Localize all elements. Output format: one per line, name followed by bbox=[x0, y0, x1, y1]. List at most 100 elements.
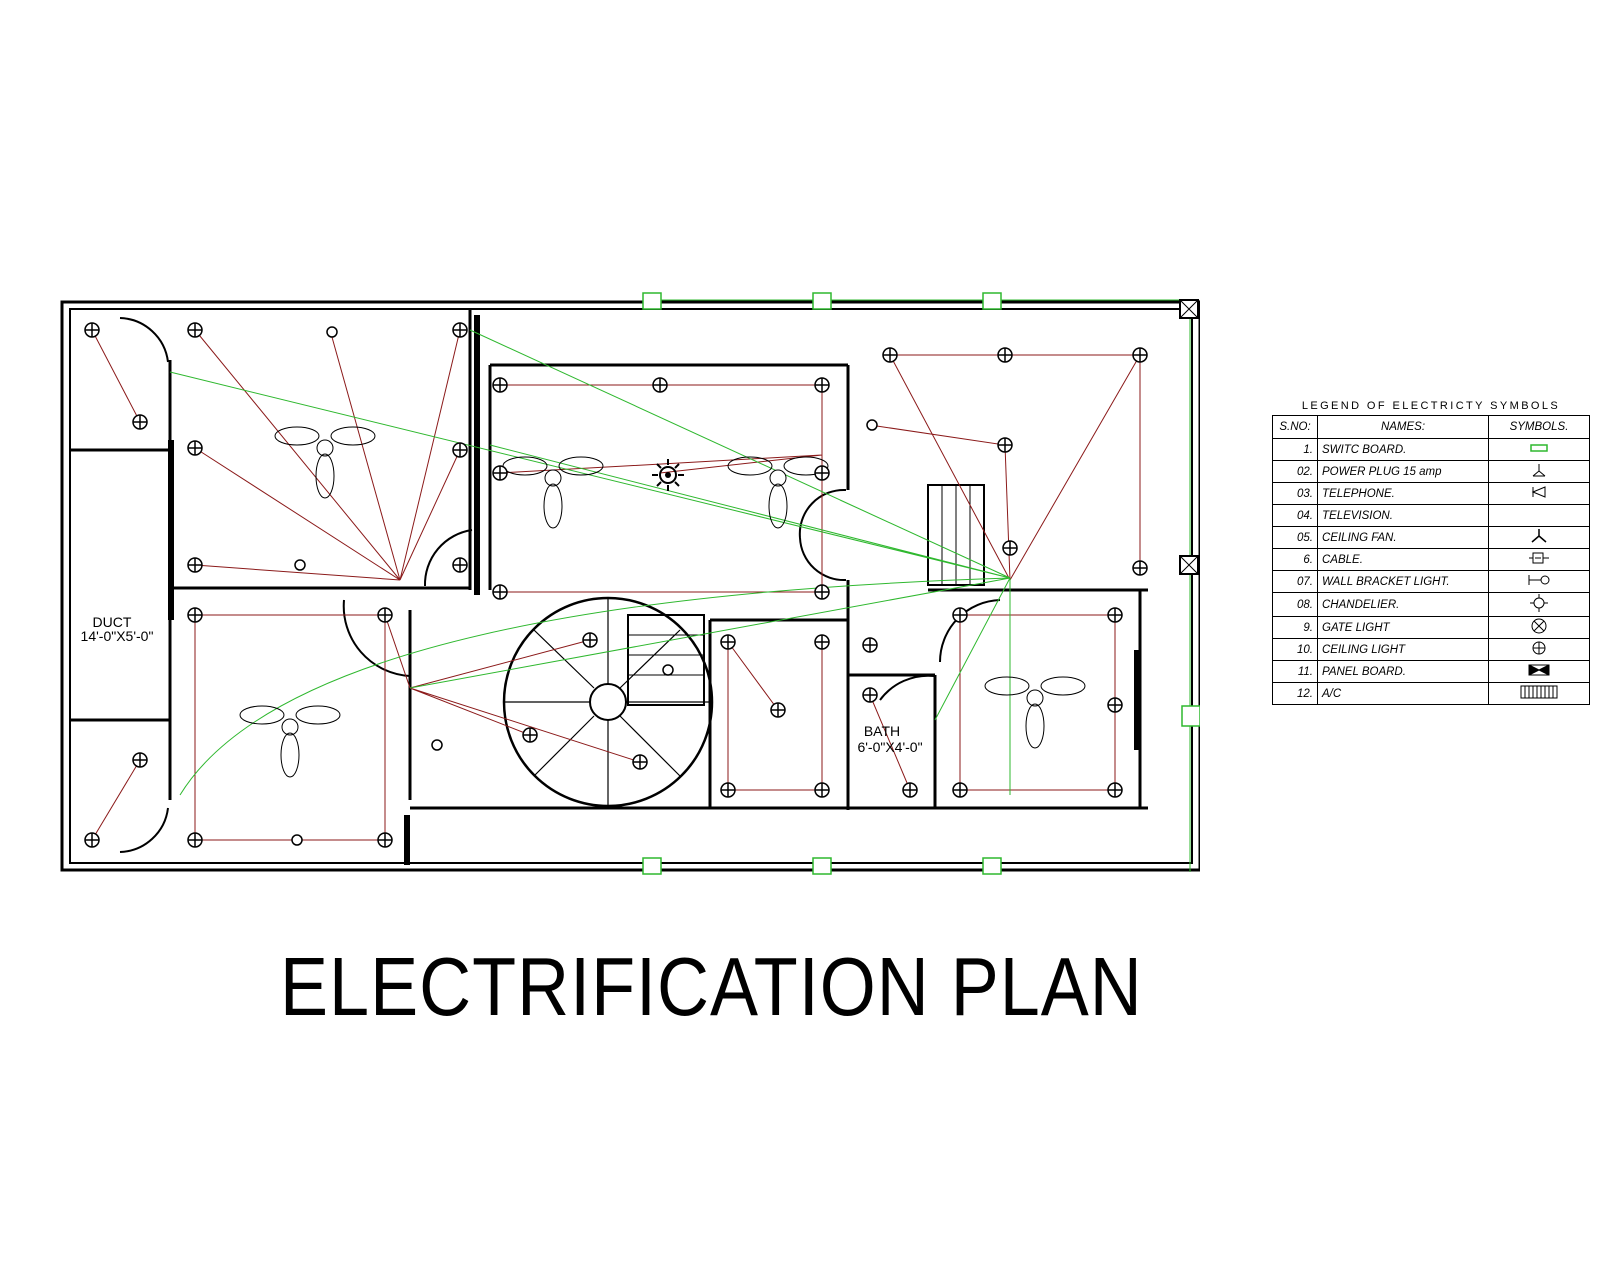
legend-sno: 08. bbox=[1272, 592, 1318, 617]
legend-heading: LEGEND OF ELECTRICTY SYMBOLS bbox=[1301, 400, 1561, 412]
interior-walls bbox=[69, 309, 1148, 865]
legend-header-row: S.NO: NAMES: SYMBOLS. bbox=[1272, 415, 1590, 439]
green-wiring bbox=[169, 299, 1191, 872]
legend-name: TELEPHONE. bbox=[1317, 482, 1489, 505]
cable-icon bbox=[1488, 548, 1590, 571]
ceiling-light-icon bbox=[492, 465, 508, 481]
power-plug-icon bbox=[1488, 460, 1590, 483]
ceiling-light-icon bbox=[187, 557, 203, 573]
floor-plan: DUCT 14'-0"X5'-0" BATH 6'-0"X4'-0" bbox=[60, 292, 1200, 875]
legend-sno: 03. bbox=[1272, 482, 1318, 505]
ceiling-light-icon bbox=[814, 782, 830, 798]
ceiling-light-icon bbox=[132, 752, 148, 768]
legend-name: TELEVISION. bbox=[1317, 504, 1489, 527]
telephone-icon bbox=[1488, 482, 1590, 505]
ceiling-light-icon bbox=[1488, 638, 1590, 661]
ceiling-light-icon bbox=[187, 322, 203, 338]
legend-row: 07.WALL BRACKET LIGHT. bbox=[1272, 570, 1590, 593]
room-name-bath: BATH bbox=[864, 723, 900, 739]
ceiling-light-icon bbox=[132, 414, 148, 430]
legend-row: 1.SWITC BOARD. bbox=[1272, 438, 1590, 461]
room-size-duct: 14'-0"X5'-0" bbox=[81, 628, 154, 644]
legend-sno: 10. bbox=[1272, 638, 1318, 661]
legend-row: 6.CABLE. bbox=[1272, 548, 1590, 571]
legend-col-sno: S.NO: bbox=[1272, 415, 1318, 439]
legend-name: CABLE. bbox=[1317, 548, 1489, 571]
legend-sno: 11. bbox=[1272, 660, 1318, 683]
wall-bracket-light-icon bbox=[1488, 570, 1590, 593]
doors bbox=[119, 317, 1001, 853]
straight-staircase bbox=[627, 484, 985, 706]
legend-sno: 04. bbox=[1272, 504, 1318, 527]
legend-name: A/C bbox=[1317, 682, 1489, 705]
ceiling-light-icon bbox=[1107, 782, 1123, 798]
ceiling-light-icon bbox=[582, 632, 598, 648]
wall-bracket-light-icon bbox=[431, 739, 443, 751]
legend-col-names: NAMES: bbox=[1317, 415, 1489, 439]
ceiling-light-icon bbox=[720, 634, 736, 650]
legend: LEGEND OF ELECTRICTY SYMBOLS S.NO: NAMES… bbox=[1272, 397, 1590, 705]
legend-row: 03.TELEPHONE. bbox=[1272, 482, 1590, 505]
legend-row: 08.CHANDELIER. bbox=[1272, 592, 1590, 617]
switch-board-icon bbox=[1488, 438, 1590, 461]
legend-sno: 07. bbox=[1272, 570, 1318, 593]
ceiling-light-icon bbox=[1002, 540, 1018, 556]
legend-row: 12.A/C bbox=[1272, 682, 1590, 705]
ceiling-light-icon bbox=[187, 440, 203, 456]
panel-board-icon bbox=[1488, 660, 1590, 683]
plan-title: ELECTRIFICATION PLAN bbox=[280, 941, 1143, 1034]
ceiling-fan-icon bbox=[1488, 526, 1590, 549]
ceiling-light-icon bbox=[720, 782, 736, 798]
legend-symbol-empty bbox=[1488, 504, 1590, 527]
legend-row: 9.GATE LIGHT bbox=[1272, 616, 1590, 639]
ceiling-light-icon bbox=[452, 322, 468, 338]
legend-row: 10.CEILING LIGHT bbox=[1272, 638, 1590, 661]
legend-sno: 05. bbox=[1272, 526, 1318, 549]
legend-row: 04.TELEVISION. bbox=[1272, 504, 1590, 527]
legend-row: 05.CEILING FAN. bbox=[1272, 526, 1590, 549]
ceiling-light-icon bbox=[632, 754, 648, 770]
ceiling-light-icon bbox=[814, 584, 830, 600]
ceiling-light-icon bbox=[452, 557, 468, 573]
ceiling-light-icon bbox=[997, 437, 1013, 453]
ceiling-light-icon bbox=[814, 377, 830, 393]
ceiling-light-icon bbox=[652, 377, 668, 393]
wall-bracket-light-icon bbox=[294, 559, 306, 571]
ceiling-light-icon bbox=[952, 782, 968, 798]
wall-bracket-light-icon bbox=[866, 419, 878, 431]
legend-sno: 1. bbox=[1272, 438, 1318, 461]
ceiling-light-icon bbox=[84, 322, 100, 338]
wall-bracket-light-icon bbox=[662, 664, 674, 676]
ceiling-light-icon bbox=[902, 782, 918, 798]
legend-col-symbols: SYMBOLS. bbox=[1488, 415, 1590, 439]
legend-name: CEILING FAN. bbox=[1317, 526, 1489, 549]
wall-bracket-light-icon bbox=[291, 834, 303, 846]
wall-bracket-light-icon bbox=[326, 326, 338, 338]
ceiling-lights bbox=[84, 322, 1148, 848]
ceiling-light-icon bbox=[882, 347, 898, 363]
ceiling-light-icon bbox=[862, 687, 878, 703]
ceiling-light-icon bbox=[997, 347, 1013, 363]
ceiling-light-icon bbox=[1132, 347, 1148, 363]
ceiling-light-icon bbox=[492, 377, 508, 393]
ceiling-light-icon bbox=[1107, 697, 1123, 713]
room-name-duct: DUCT bbox=[93, 614, 132, 630]
legend-table: S.NO: NAMES: SYMBOLS. 1.SWITC BOARD.02.P… bbox=[1272, 415, 1590, 705]
ceiling-light-icon bbox=[1107, 607, 1123, 623]
legend-sno: 9. bbox=[1272, 616, 1318, 639]
ceiling-light-icon bbox=[814, 465, 830, 481]
legend-name: CHANDELIER. bbox=[1317, 592, 1489, 617]
legend-name: PANEL BOARD. bbox=[1317, 660, 1489, 683]
ceiling-light-icon bbox=[770, 702, 786, 718]
legend-name: SWITC BOARD. bbox=[1317, 438, 1489, 461]
ceiling-light-icon bbox=[84, 832, 100, 848]
ceiling-light-icon bbox=[862, 637, 878, 653]
ceiling-light-icon bbox=[187, 832, 203, 848]
panel-boards bbox=[1179, 299, 1199, 575]
ceiling-light-icon bbox=[1132, 560, 1148, 576]
legend-name: POWER PLUG 15 amp bbox=[1317, 460, 1489, 483]
ceiling-light-icon bbox=[492, 584, 508, 600]
ceiling-light-icon bbox=[377, 832, 393, 848]
ac-icon bbox=[1488, 682, 1590, 705]
